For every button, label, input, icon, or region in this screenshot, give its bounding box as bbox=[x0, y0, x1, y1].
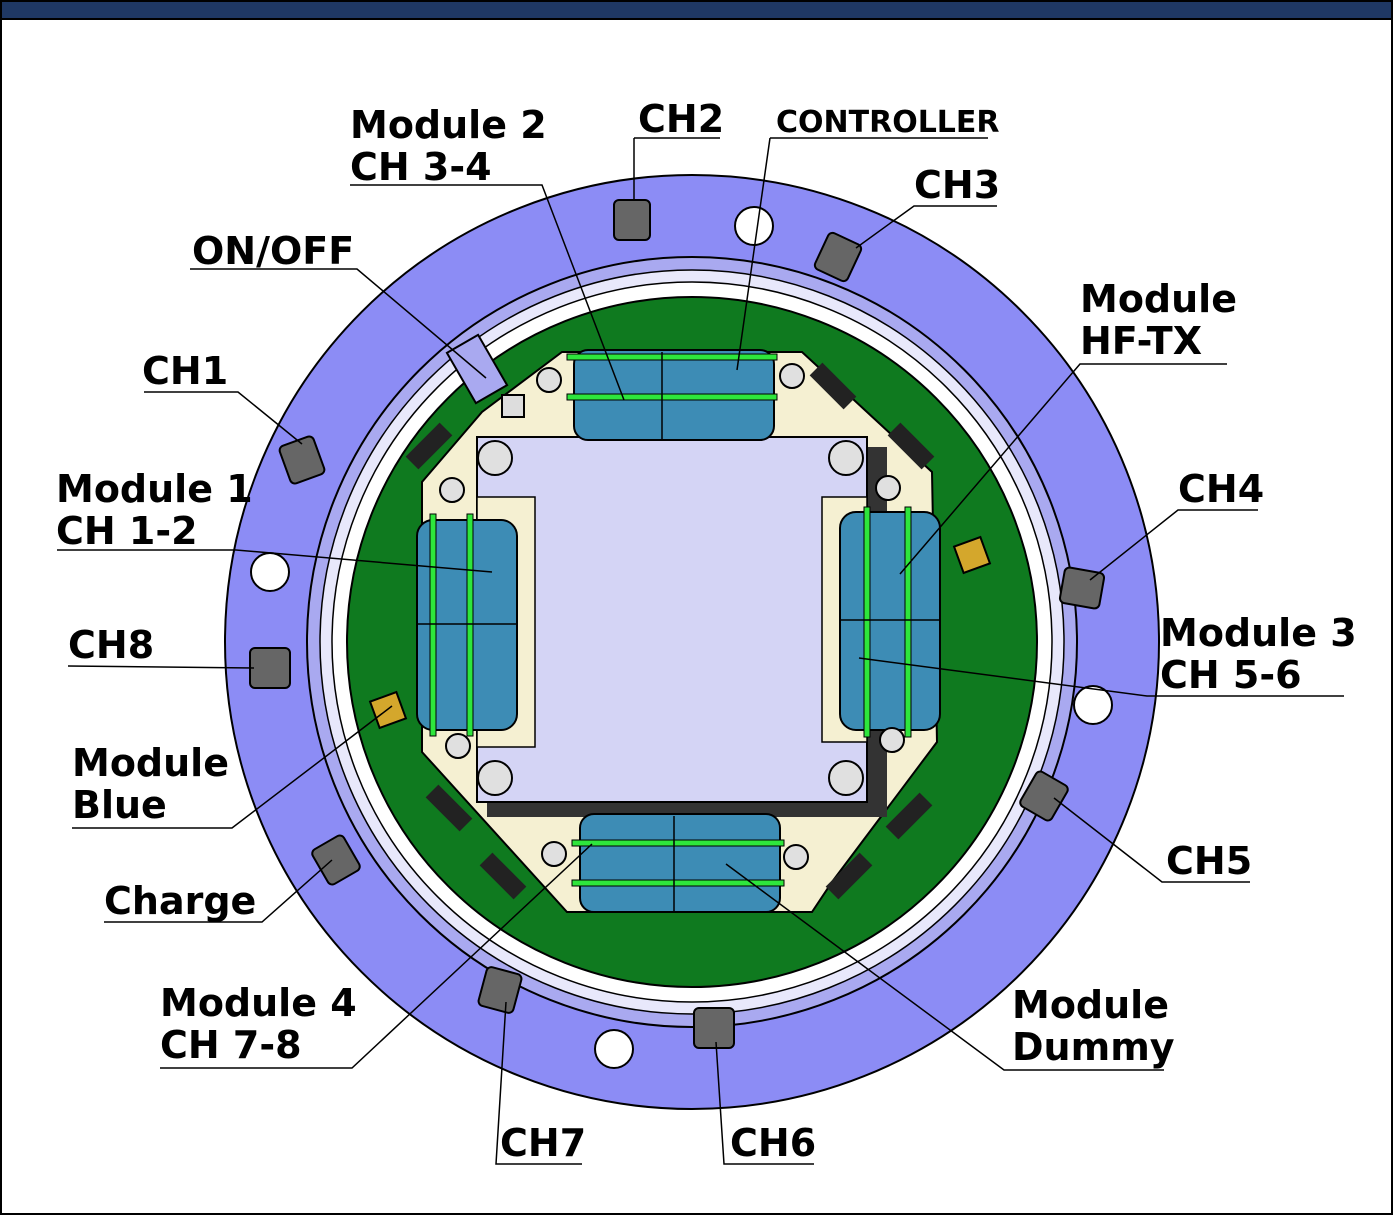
label-module1-line1: Module 1 bbox=[56, 467, 253, 511]
label-onoff: ON/OFF bbox=[192, 229, 354, 273]
label-blue-line1: Module bbox=[72, 741, 229, 785]
ch7-connector bbox=[477, 966, 523, 1014]
label-ch5: CH5 bbox=[1166, 839, 1252, 883]
label-module3-line2: CH 5-6 bbox=[1160, 653, 1302, 697]
ch1-connector bbox=[278, 435, 326, 485]
leader-ch6 bbox=[715, 1041, 814, 1165]
mount-hole bbox=[594, 1029, 634, 1069]
leader-onoff bbox=[190, 268, 487, 379]
leader-module1 bbox=[57, 549, 493, 573]
label-module3-line1: Module 3 bbox=[1160, 611, 1357, 655]
mount-hole bbox=[1073, 685, 1113, 725]
label-ch2: CH2 bbox=[638, 97, 724, 141]
ch2-connector bbox=[613, 199, 651, 241]
channel-connectors bbox=[249, 199, 1106, 1049]
leader-module2 bbox=[350, 184, 625, 401]
label-module4-line1: Module 4 bbox=[160, 981, 357, 1025]
label-hftx-line1: Module bbox=[1080, 277, 1237, 321]
hf-connector bbox=[952, 535, 992, 575]
leader-ch5 bbox=[1053, 797, 1250, 883]
label-hftx-line2: HF-TX bbox=[1080, 319, 1202, 363]
label-module1-line2: CH 1-2 bbox=[56, 509, 198, 553]
ch8-connector bbox=[249, 647, 291, 689]
leader-ch3 bbox=[855, 205, 997, 249]
leader-ch7 bbox=[495, 1001, 582, 1165]
battery-module-3 bbox=[839, 506, 941, 738]
leader-blue bbox=[72, 705, 393, 829]
pcb-components bbox=[405, 362, 935, 900]
leader-lines bbox=[57, 137, 1344, 1165]
charge-connector bbox=[311, 834, 361, 886]
label-ch3: CH3 bbox=[914, 163, 1000, 207]
label-dummy-line1: Module bbox=[1012, 983, 1169, 1027]
battery-module-4 bbox=[571, 813, 785, 913]
battery-module-2 bbox=[566, 349, 778, 441]
header-bar bbox=[2, 2, 1391, 20]
label-dummy-line2: Dummy bbox=[1012, 1025, 1175, 1069]
label-charge: Charge bbox=[104, 879, 256, 923]
leader-dummy bbox=[725, 863, 1164, 1071]
center-plate bbox=[476, 436, 868, 803]
leader-ch4 bbox=[1089, 509, 1258, 581]
leader-ch1 bbox=[144, 391, 303, 445]
blue-connector bbox=[368, 690, 408, 730]
label-ch4: CH4 bbox=[1178, 467, 1264, 511]
onoff-switch bbox=[445, 333, 525, 418]
leader-charge bbox=[104, 859, 333, 923]
screws bbox=[439, 363, 905, 870]
mount-hole bbox=[250, 552, 290, 592]
label-ch8: CH8 bbox=[68, 623, 154, 667]
leader-module3 bbox=[858, 657, 1344, 697]
leader-module4 bbox=[160, 843, 593, 1069]
label-blue-line2: Blue bbox=[72, 783, 167, 827]
leader-hftx bbox=[899, 363, 1227, 575]
label-ch6: CH6 bbox=[730, 1121, 816, 1165]
mount-hole bbox=[734, 206, 774, 246]
label-ch1: CH1 bbox=[142, 349, 228, 393]
leader-ch8 bbox=[67, 665, 255, 669]
label-ch7: CH7 bbox=[500, 1121, 586, 1165]
ch3-connector bbox=[813, 231, 863, 283]
ch5-connector bbox=[1019, 770, 1069, 822]
label-module4-line2: CH 7-8 bbox=[160, 1023, 302, 1067]
ch6-connector bbox=[693, 1007, 735, 1049]
label-module2-line2: CH 3-4 bbox=[350, 145, 492, 189]
battery-module-1 bbox=[416, 513, 518, 737]
label-module2-line1: Module 2 bbox=[350, 103, 547, 147]
label-controller: CONTROLLER bbox=[776, 105, 1000, 140]
